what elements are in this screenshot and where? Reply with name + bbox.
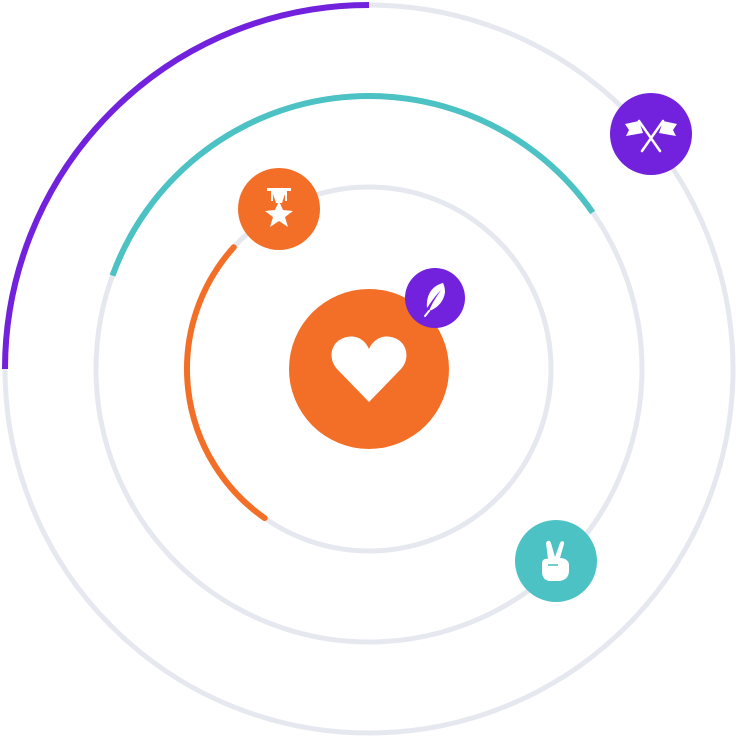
badge-flags-circle <box>610 93 692 175</box>
middle-ring-progress-arc <box>109 93 596 277</box>
badge-peace-circle <box>515 520 597 602</box>
badge-feather-circle <box>405 268 465 328</box>
inner-ring-progress-arc <box>184 244 268 522</box>
badge-peace[interactable] <box>515 520 597 602</box>
outer-ring-progress-arc <box>2 2 370 370</box>
badge-flags[interactable] <box>610 93 692 175</box>
badge-medal-circle <box>238 168 320 250</box>
badge-medal[interactable] <box>238 168 320 250</box>
badge-feather[interactable] <box>405 268 465 328</box>
